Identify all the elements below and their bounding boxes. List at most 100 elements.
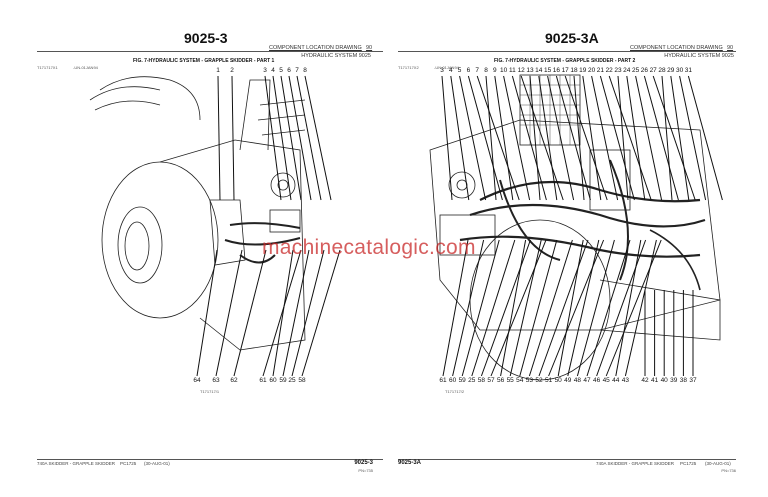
callout-label: 31 <box>684 67 693 74</box>
leader-line <box>442 239 469 377</box>
callout-label: 41 <box>650 377 659 384</box>
callout-label: 25 <box>288 377 296 384</box>
callout-label: 2 <box>230 67 234 74</box>
leader-line <box>441 75 453 201</box>
footer-pn: PN=736 <box>721 468 736 473</box>
leader-line <box>511 75 547 201</box>
footer-page-number: 9025-3 <box>354 460 373 466</box>
leader-line <box>538 75 558 201</box>
callout-label: 16 <box>552 67 561 74</box>
drawing-date: -UN-01JAN94 <box>73 65 98 70</box>
figure-title: FIG. 7-HYDRAULIC SYSTEM - GRAPPLE SKIDDE… <box>494 58 636 64</box>
section-title: COMPONENT LOCATION DRAWING <box>269 45 362 51</box>
drawing-tag: T171717/1 <box>200 389 220 394</box>
callout-label: 38 <box>679 377 688 384</box>
callout-label: 56 <box>496 377 505 384</box>
leader-line <box>586 239 631 377</box>
leader-line <box>596 239 647 377</box>
leader-line <box>490 239 547 377</box>
leader-line <box>528 239 573 377</box>
footer-page-number: 9025-3A <box>398 460 422 466</box>
leader-line <box>450 75 470 201</box>
callout-label: 8 <box>484 67 488 74</box>
leader-line <box>452 239 485 377</box>
leader-line <box>520 75 564 201</box>
system-title: HYDRAULIC SYSTEM 9025 <box>664 53 734 59</box>
callout-label: 13 <box>526 67 534 74</box>
callout-label: 18 <box>570 67 578 74</box>
leader-line <box>687 75 723 201</box>
footer-rule <box>37 459 383 460</box>
callout-label: 30 <box>675 67 684 74</box>
callout-label: 19 <box>579 67 587 74</box>
callout-label: 5 <box>457 67 462 74</box>
leader-line <box>548 239 605 377</box>
callout-label: 51 <box>544 377 553 384</box>
callout-label: 60 <box>269 377 277 384</box>
leader-line <box>529 75 541 201</box>
leader-line <box>615 239 642 377</box>
leader-line <box>476 75 520 201</box>
callout-label: 4 <box>448 67 453 74</box>
callout-label: 14 <box>535 67 543 74</box>
callout-label: 1 <box>216 67 220 74</box>
leader-line <box>547 75 575 201</box>
callout-label: 4 <box>271 67 275 74</box>
leader-line <box>196 249 218 377</box>
leader-line <box>301 249 341 377</box>
section-number: 90 <box>366 45 373 51</box>
leader-line <box>280 75 302 201</box>
callout-label: 40 <box>660 377 668 384</box>
footer-model: 740A SKIDDER - GRAPPLE SKIDDER <box>596 461 675 466</box>
leader-line <box>485 75 497 201</box>
header-rule <box>398 51 736 52</box>
leader-line <box>576 239 615 377</box>
drawing-tag: T171717/2 <box>445 389 465 394</box>
drawing-id: T171717X1 <box>37 65 58 70</box>
watermark: machinecatalogic.com <box>262 236 476 259</box>
callout-label: 8 <box>303 67 307 74</box>
leader-line <box>582 75 602 201</box>
callout-label: 27 <box>649 67 657 74</box>
leader-line <box>480 239 531 377</box>
callout-label: 39 <box>670 377 678 384</box>
leader-line <box>555 75 591 201</box>
page-number: 9025-3A <box>545 30 599 46</box>
callout-label: 52 <box>535 377 543 384</box>
system-title: HYDRAULIC SYSTEM 9025 <box>301 53 371 59</box>
figure-title: FIG. 7-HYDRAULIC SYSTEM - GRAPPLE SKIDDE… <box>133 58 275 64</box>
callout-label: 61 <box>259 377 267 384</box>
leader-line <box>670 75 690 201</box>
footer-pn: PN=735 <box>358 468 373 473</box>
callout-label: 55 <box>506 377 514 384</box>
callout-label: 63 <box>212 377 220 384</box>
leader-line <box>467 75 503 201</box>
leader-line <box>272 249 294 377</box>
leader-line <box>262 249 302 377</box>
leader-line <box>635 75 663 201</box>
leader-line <box>304 75 332 201</box>
footer-date: (30-AUG-01) <box>144 461 170 466</box>
leader-line <box>591 75 619 201</box>
leader-line <box>599 75 635 201</box>
header-rule <box>37 51 383 52</box>
leader-line <box>573 75 585 201</box>
callout-label: 43 <box>621 377 630 384</box>
leader-line <box>296 75 322 201</box>
callout-label: 37 <box>689 377 697 384</box>
leader-line <box>503 75 531 201</box>
callout-label: 7 <box>295 67 299 74</box>
callout-label: 54 <box>516 377 524 384</box>
callout-label: 42 <box>641 377 649 384</box>
callout-label: 50 <box>554 377 562 384</box>
callout-label: 25 <box>468 377 476 384</box>
page-number: 9025-3 <box>184 30 228 46</box>
callout-label: 5 <box>279 67 283 74</box>
footer-rule <box>398 459 736 460</box>
leader-line <box>215 249 243 377</box>
leader-line <box>643 75 679 201</box>
leader-line <box>624 239 657 377</box>
callout-label: 57 <box>487 377 495 384</box>
leader-line <box>605 239 662 377</box>
